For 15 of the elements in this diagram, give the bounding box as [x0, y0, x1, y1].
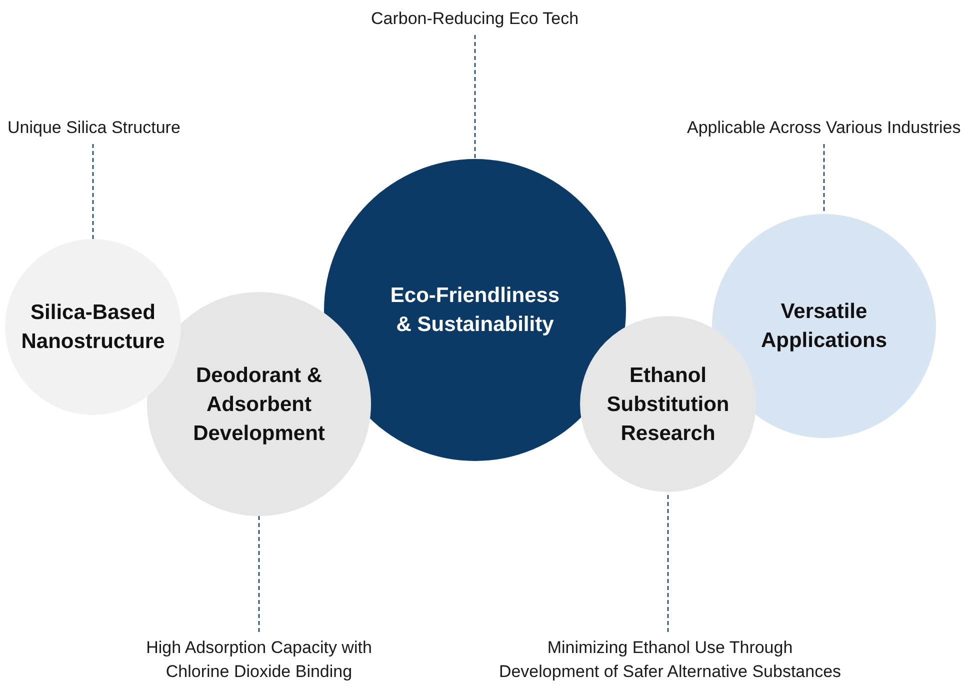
leader-line — [474, 35, 476, 159]
leader-line — [823, 144, 825, 214]
topic-label: Versatile Applications — [760, 299, 888, 354]
callout-text: High Adsorption Capacity with Chlorine Dioxide Binding — [129, 636, 389, 684]
topic-label: Ethanol Substitution Research — [606, 362, 730, 446]
callout-text: Unique Silica Structure — [8, 116, 180, 140]
leader-line — [92, 144, 94, 239]
leader-line — [667, 492, 669, 632]
callout-text: Carbon-Reducing Eco Tech — [371, 7, 579, 31]
topic-label: Silica-Based Nanostructure — [20, 300, 166, 355]
leader-line — [258, 516, 260, 632]
topic-label: Eco-Friendliness & Sustainability — [389, 283, 561, 338]
callout-text: Minimizing Ethanol Use Through Development of Safer Alternative Substances — [475, 636, 865, 684]
callout-text: Applicable Across Various Industries — [687, 116, 961, 140]
topic-label: Deodorant & Adsorbent Development — [192, 362, 326, 446]
